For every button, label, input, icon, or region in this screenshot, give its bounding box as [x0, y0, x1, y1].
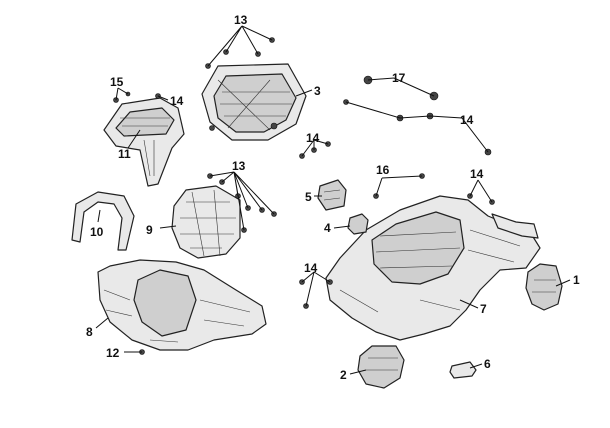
part-1-right-switch — [525, 263, 563, 311]
part-7-rear-cover — [325, 195, 541, 341]
callout-14-left: 14 — [170, 94, 184, 108]
callout-13-top: 13 — [234, 13, 248, 27]
callout-14-lower: 14 — [304, 261, 318, 275]
callout-7: 7 — [480, 302, 487, 316]
part-6-cap — [449, 361, 477, 379]
callout-4: 4 — [324, 221, 331, 235]
part-8-front-cover — [97, 259, 267, 351]
callout-8: 8 — [86, 325, 93, 339]
leader-lines — [95, 25, 571, 375]
callout-labels: 13 3 15 14 11 17 14 14 16 14 13 9 10 5 4… — [86, 13, 580, 382]
callout-16: 16 — [376, 163, 390, 177]
part-10-trim — [71, 191, 135, 251]
callout-2: 2 — [340, 368, 347, 382]
callout-14-right-top: 14 — [460, 113, 474, 127]
callout-13-middle: 13 — [232, 159, 246, 173]
callout-15: 15 — [110, 75, 124, 89]
callout-6: 6 — [484, 357, 491, 371]
callout-5: 5 — [305, 190, 312, 204]
callout-9: 9 — [146, 223, 153, 237]
callout-14-middle: 14 — [306, 131, 320, 145]
part-5-bracket — [317, 179, 347, 211]
part-11-front-panel — [103, 97, 185, 187]
callout-17: 17 — [392, 71, 406, 85]
part-2-left-switch — [357, 345, 405, 389]
callout-1: 1 — [573, 273, 580, 287]
part-3-upper-cover — [201, 63, 307, 141]
callout-3: 3 — [314, 84, 321, 98]
callout-12: 12 — [106, 346, 120, 360]
part-9-headlight-lens — [171, 185, 241, 259]
callout-11: 11 — [118, 147, 131, 161]
part-4-block — [347, 213, 369, 235]
callout-14-right: 14 — [470, 167, 484, 181]
callout-10: 10 — [90, 225, 104, 239]
